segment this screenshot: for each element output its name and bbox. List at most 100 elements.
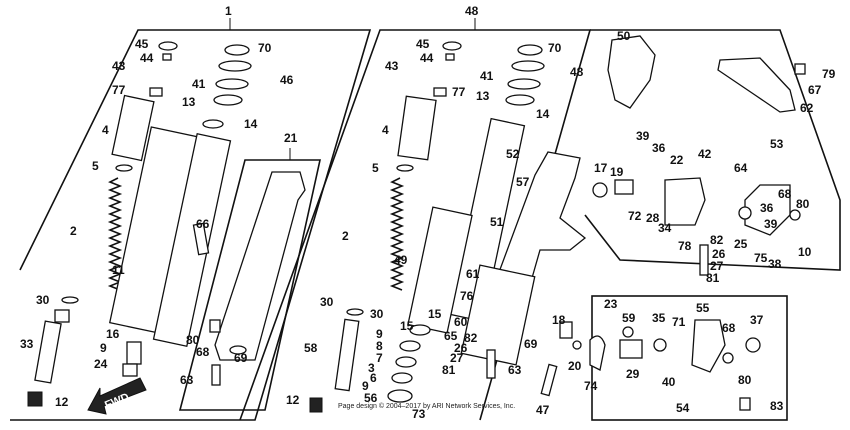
- label-13: 13: [476, 89, 490, 103]
- label-82: 82: [710, 233, 724, 247]
- label-48: 48: [465, 4, 479, 18]
- label-14: 14: [244, 117, 258, 131]
- label-7: 7: [376, 351, 383, 365]
- label-64: 64: [734, 161, 748, 175]
- label-68: 68: [196, 345, 210, 359]
- label-15: 15: [400, 319, 414, 333]
- label-76: 76: [460, 289, 474, 303]
- label-2: 2: [70, 224, 77, 238]
- label-20: 20: [568, 359, 582, 373]
- label-45: 45: [416, 37, 430, 51]
- label-63: 63: [180, 373, 194, 387]
- label-74: 74: [584, 379, 598, 393]
- caliper-53-parts: [592, 35, 806, 276]
- label-67: 67: [808, 83, 822, 97]
- label-80: 80: [186, 333, 200, 347]
- label-44: 44: [140, 51, 154, 65]
- label-3: 3: [368, 361, 375, 375]
- label-45: 45: [135, 37, 149, 51]
- master-cylinder-54-parts: [540, 319, 761, 411]
- label-9: 9: [100, 341, 107, 355]
- label-4: 4: [382, 123, 389, 137]
- label-44: 44: [420, 51, 434, 65]
- assembly-53-panel: [584, 29, 841, 271]
- label-82: 82: [464, 331, 478, 345]
- label-13: 13: [182, 95, 196, 109]
- label-47: 47: [536, 403, 550, 417]
- label-62: 62: [800, 101, 814, 115]
- label-34: 34: [658, 221, 672, 235]
- label-58: 58: [304, 341, 318, 355]
- forward-arrow: [87, 377, 147, 415]
- label-51: 51: [490, 215, 504, 229]
- label-46: 46: [280, 73, 294, 87]
- copyright-caption: Page design © 2004–2017 by ARI Network S…: [338, 402, 515, 410]
- label-39: 39: [764, 217, 778, 231]
- label-39: 39: [636, 129, 650, 143]
- label-41: 41: [192, 77, 206, 91]
- label-11: 11: [112, 263, 125, 277]
- label-38: 38: [768, 257, 782, 271]
- label-18: 18: [552, 313, 566, 327]
- assembly-1-panel: [10, 18, 372, 421]
- label-77: 77: [452, 85, 466, 99]
- label-42: 42: [698, 147, 712, 161]
- label-28: 28: [646, 211, 660, 225]
- label-43: 43: [112, 59, 126, 73]
- label-36: 36: [760, 201, 774, 215]
- label-68: 68: [722, 321, 736, 335]
- label-33: 33: [20, 337, 34, 351]
- label-30: 30: [370, 307, 384, 321]
- label-52: 52: [506, 147, 520, 161]
- assembly-21-panel: [178, 148, 321, 411]
- label-22: 22: [670, 153, 684, 167]
- label-26: 26: [712, 247, 726, 261]
- label-68: 68: [778, 187, 792, 201]
- label-9: 9: [376, 327, 383, 341]
- label-75: 75: [754, 251, 768, 265]
- label-61: 61: [466, 267, 480, 281]
- label-41: 41: [480, 69, 494, 83]
- label-43: 43: [385, 59, 399, 73]
- label-70: 70: [258, 41, 272, 55]
- lower-leg-21: [192, 171, 306, 386]
- label-30: 30: [320, 295, 334, 309]
- label-65: 65: [444, 329, 458, 343]
- label-79: 79: [822, 67, 836, 81]
- label-14: 14: [536, 107, 550, 121]
- label-80: 80: [796, 197, 810, 211]
- label-6: 6: [370, 371, 377, 385]
- label-24: 24: [94, 357, 108, 371]
- label-12: 12: [55, 395, 69, 409]
- label-25: 25: [734, 237, 748, 251]
- label-63: 63: [508, 363, 522, 377]
- label-30: 30: [36, 293, 50, 307]
- label-5: 5: [372, 161, 379, 175]
- label-69: 69: [524, 337, 538, 351]
- label-66: 66: [196, 217, 210, 231]
- label-60: 60: [454, 315, 468, 329]
- label-23: 23: [604, 297, 618, 311]
- right-fork-parts: [309, 41, 587, 413]
- label-16: 16: [106, 327, 120, 341]
- label-17: 17: [594, 161, 608, 175]
- label-57: 57: [516, 175, 530, 189]
- label-80: 80: [738, 373, 752, 387]
- left-fork-parts: [27, 41, 252, 407]
- part-labels: 1 48 45 44 43 77 70 41 46 13 14 4 5 2 11…: [20, 4, 836, 421]
- label-72: 72: [628, 209, 642, 223]
- label-71: 71: [672, 315, 686, 329]
- label-73: 73: [412, 407, 426, 421]
- label-83: 83: [770, 399, 784, 413]
- label-48: 48: [570, 65, 584, 79]
- label-15: 15: [428, 307, 442, 321]
- label-56: 56: [364, 391, 378, 405]
- label-81: 81: [442, 363, 456, 377]
- label-5: 5: [92, 159, 99, 173]
- label-26: 26: [454, 341, 468, 355]
- label-19: 19: [610, 165, 624, 179]
- label-1: 1: [225, 4, 232, 18]
- label-8: 8: [376, 339, 383, 353]
